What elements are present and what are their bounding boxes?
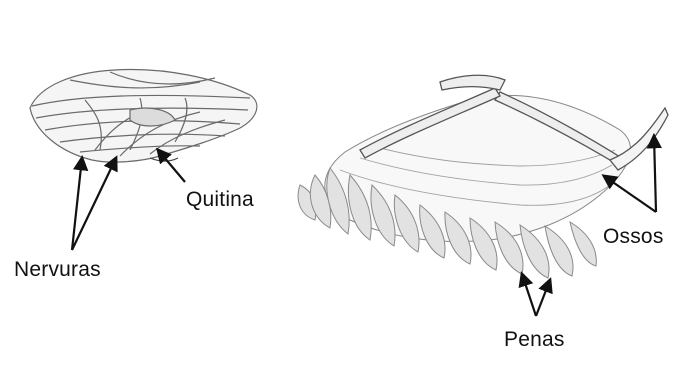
- arrow-ossos-2: [654, 136, 656, 212]
- arrow-ossos-1: [604, 176, 656, 212]
- arrow-penas-2: [536, 280, 550, 316]
- label-quitina: Quitina: [186, 188, 254, 212]
- arrow-penas-1: [522, 274, 536, 316]
- label-penas: Penas: [504, 328, 565, 352]
- label-nervuras: Nervuras: [14, 258, 101, 282]
- feather: [520, 225, 549, 278]
- arrow-nervuras-2: [72, 158, 116, 250]
- arrow-nervuras-1: [72, 158, 82, 250]
- hand-bone: [440, 75, 505, 90]
- arrow-quitina: [158, 150, 185, 182]
- insect-wing: [30, 70, 257, 163]
- feather: [570, 222, 596, 266]
- label-ossos: Ossos: [603, 225, 664, 249]
